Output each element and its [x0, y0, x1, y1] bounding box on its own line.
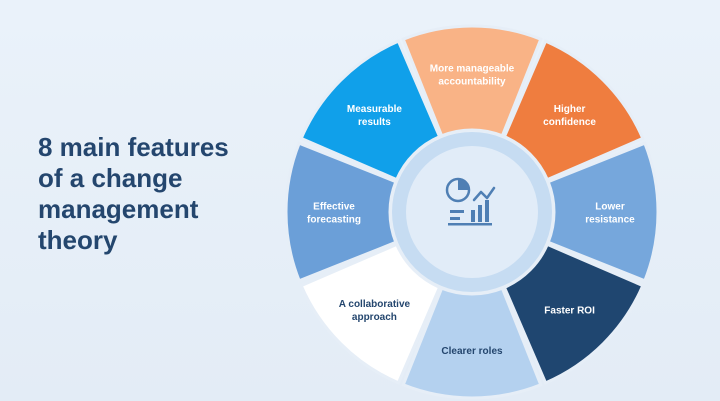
wheel-segment — [546, 141, 660, 283]
wheel-segment — [401, 24, 543, 138]
segment-label-line: resistance — [585, 215, 635, 226]
segment-label-line: confidence — [543, 117, 596, 128]
title-line: management — [38, 194, 199, 224]
segment-label-line: More manageable — [430, 64, 515, 75]
segment-label-line: Measurable — [347, 104, 402, 115]
segment-label-line: Faster ROI — [544, 306, 595, 317]
segment-label-line: forecasting — [307, 215, 361, 226]
title-line: of a change — [38, 163, 183, 193]
segment-label-line: results — [358, 117, 391, 128]
chart-analytics-icon — [445, 177, 496, 226]
segment-label-line: accountability — [438, 77, 506, 88]
segment-label-line: Higher — [554, 104, 586, 115]
page-title: 8 main features of a change management t… — [38, 132, 278, 256]
title-line: 8 main features — [38, 132, 229, 162]
wheel-segment — [502, 242, 645, 385]
wheel-segment — [502, 39, 645, 182]
segment-label-line: Clearer roles — [441, 346, 503, 357]
segment-label-line: A collaborative — [339, 299, 411, 310]
segment-label-line: approach — [352, 312, 397, 323]
segment-label: Effective forecasting — [307, 202, 361, 226]
segment-label: Measurable results — [347, 104, 402, 128]
segment-label-line: Effective — [313, 202, 355, 213]
segment-label: More manageable accountability — [430, 64, 515, 88]
title-line: theory — [38, 225, 118, 255]
wheel-segment — [299, 242, 442, 385]
segment-label-line: Lower — [595, 202, 625, 213]
wheel-segment — [299, 39, 442, 182]
segment-label: A collaborative approach — [339, 299, 411, 323]
segment-label: Higher confidence — [543, 104, 596, 128]
segment-label: Clearer roles — [441, 346, 503, 357]
segment-label: Faster ROI — [544, 306, 595, 317]
wheel-segment — [401, 286, 543, 400]
segment-label: Lower resistance — [585, 202, 635, 226]
wheel-segment — [284, 141, 398, 283]
